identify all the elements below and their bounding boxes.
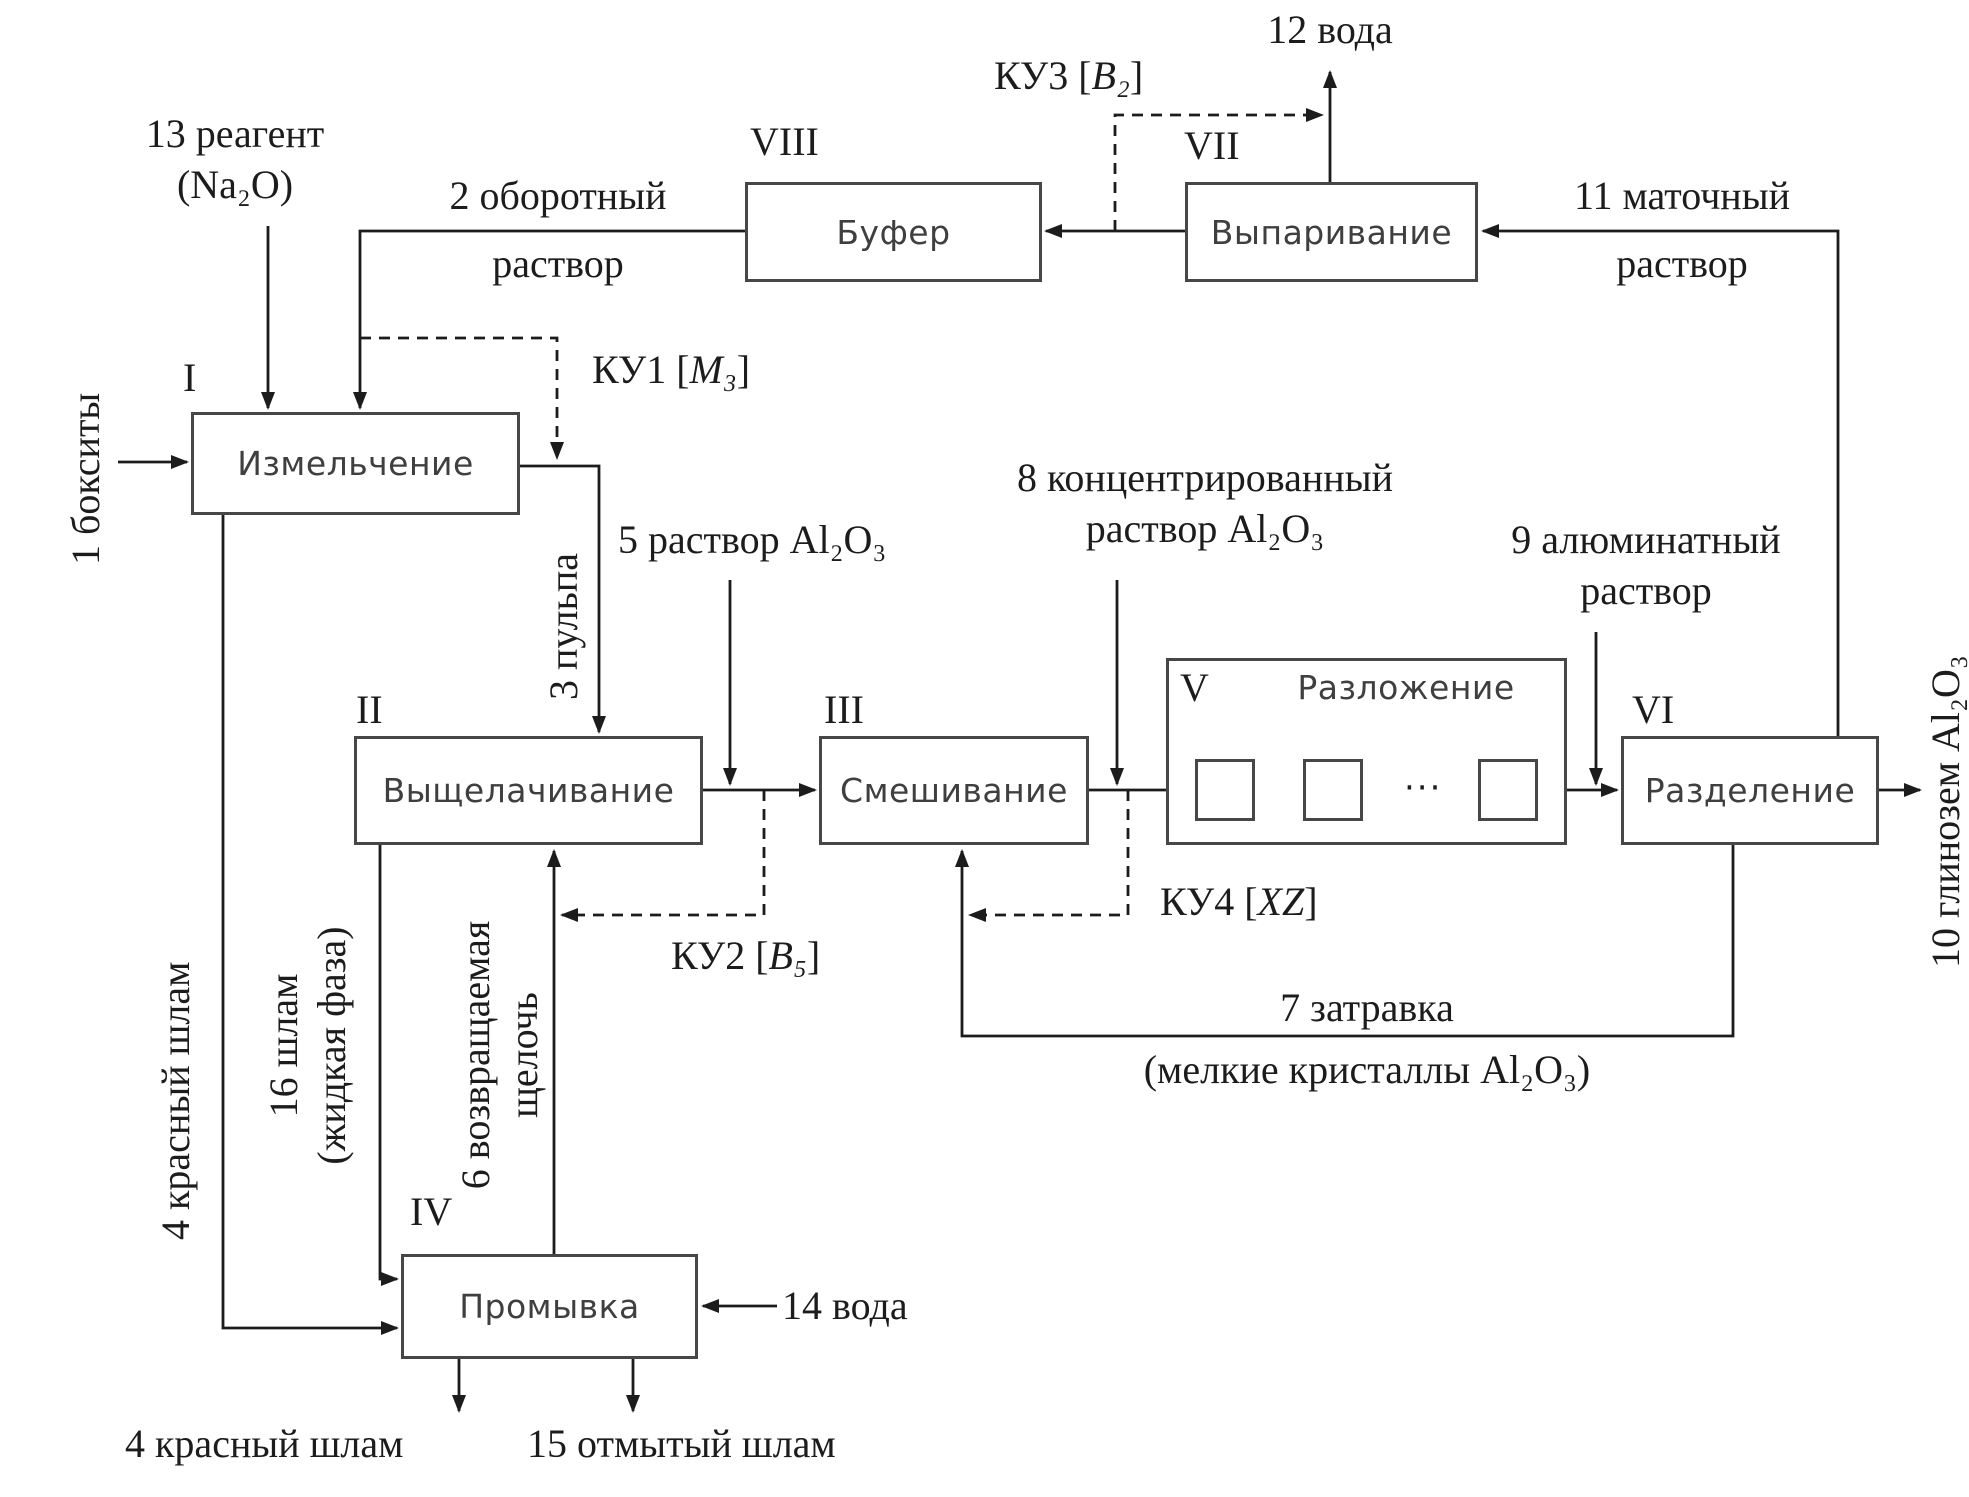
process-box-buffer: Буфер — [745, 182, 1042, 282]
label-stream-washed-sludge15: 15 отмытый шлам — [527, 1421, 836, 1466]
control-suffix: ] — [1129, 53, 1144, 98]
control-variable: B₂ — [1091, 53, 1130, 98]
label-stream-bauxite: 1 бокситы — [63, 392, 108, 565]
control-suffix: ] — [736, 347, 751, 392]
label-control-ku3: КУ3 [B₂] — [994, 50, 1143, 101]
label-stream-red-mud-bottom: 4 красный шлам — [125, 1421, 404, 1466]
control-variable: M₃ — [689, 347, 737, 392]
label-control-ku4: КУ4 [XZ] — [1160, 876, 1318, 927]
arrow-seed-into-mixing — [955, 845, 1735, 1038]
label-stream-seed7-l1: 7 затравка — [1280, 985, 1454, 1030]
numeral-separation: VI — [1632, 687, 1675, 732]
label-stream-alumina10: 10 глинозем Al₂O₃ — [1923, 655, 1968, 968]
numeral-decomposition: V — [1180, 665, 1209, 710]
control-prefix: КУ4 [ — [1160, 879, 1258, 924]
label-stream-sludge16: 16 шлам (жидкая фаза) — [260, 853, 356, 1238]
arrow-mother-liquor-into-evaporation — [1481, 224, 1840, 736]
label-line: раствор Al₂O₃ — [1085, 506, 1325, 552]
numeral-buffer: VIII — [750, 119, 819, 164]
label-line: (жидкая фаза) — [309, 926, 354, 1165]
process-box-separation: Разделение — [1621, 736, 1879, 845]
numeral-mixing: III — [824, 687, 864, 732]
label-stream-concentrated8: 8 концентрированный раствор Al₂O₃ — [940, 452, 1470, 554]
process-box-evaporation: Выпаривание — [1185, 182, 1478, 282]
control-prefix: КУ2 [ — [671, 933, 769, 978]
numeral-washing: IV — [410, 1189, 453, 1234]
label-control-ku2: КУ2 [B₅] — [671, 930, 820, 981]
label-stream-red-mud-left: 4 красный шлам — [153, 961, 198, 1240]
process-box-grinding: Измельчение — [191, 412, 520, 515]
arrow-red-mud-into-washing — [221, 515, 399, 1335]
decomposer-unit-1 — [1195, 759, 1255, 821]
label-stream-mother-liquor-l2: раствор — [1616, 241, 1748, 286]
label-stream-pulp: 3 пульпа — [541, 552, 586, 700]
control-suffix: ] — [1304, 879, 1318, 924]
label-stream-seed7-l2: (мелкие кристаллы Al₂O₃) — [1143, 1047, 1591, 1092]
control-variable: B₅ — [768, 933, 807, 978]
arrow-sludge16-into-washing — [378, 845, 399, 1286]
control-prefix: КУ1 [ — [592, 347, 690, 392]
label-line: 13 реагент — [145, 111, 325, 156]
control-prefix: КУ3 [ — [994, 53, 1092, 98]
numeral-leaching: II — [356, 687, 383, 732]
label-line: (Na₂O) — [176, 162, 294, 208]
label-control-ku1: КУ1 [M₃] — [592, 344, 750, 395]
decomposer-unit-2 — [1303, 759, 1363, 821]
label-stream-water14: 14 вода — [782, 1283, 908, 1328]
label-line: раствор — [1580, 568, 1712, 614]
arrow-recycled-solution-into-grinding — [353, 229, 745, 410]
process-box-washing: Промывка — [401, 1254, 698, 1359]
arrow-pulp-into-leaching — [520, 464, 606, 734]
label-line: 8 концентрированный — [1017, 455, 1393, 500]
label-stream-solution5: 5 раствор Al₂O₃ — [618, 517, 887, 562]
control-line-ku2 — [560, 790, 766, 922]
process-box-leaching: Выщелачивание — [354, 736, 703, 845]
numeral-grinding: I — [183, 355, 197, 400]
label-stream-recycled-solution-l1: 2 оборотный — [449, 173, 667, 218]
label-line: 16 шлам — [261, 973, 306, 1118]
process-box-mixing: Смешивание — [819, 736, 1089, 845]
control-line-ku1 — [360, 336, 564, 460]
control-variable: XZ — [1257, 879, 1305, 924]
control-line-ku3 — [1113, 108, 1324, 231]
label-stream-mother-liquor-l1: 11 маточный — [1574, 173, 1790, 218]
label-line: щелочь — [501, 992, 546, 1118]
label-stream-recycled-solution-l2: раствор — [492, 241, 624, 286]
label-line: 9 алюминатный — [1511, 517, 1781, 562]
label-decomposition: Разложение — [1297, 668, 1515, 707]
label-line: 6 возвращаемая — [453, 920, 498, 1190]
label-stream-returned-alkali: 6 возвращаемая щелочь — [452, 860, 548, 1250]
control-line-ku4 — [968, 790, 1130, 922]
ellipsis-decomposers: ··· — [1404, 768, 1443, 808]
label-stream-aluminate9: 9 алюминатный раствор — [1456, 514, 1836, 616]
label-stream-reagent13: 13 реагент (Na₂O) — [100, 108, 370, 210]
control-suffix: ] — [806, 933, 821, 978]
numeral-evaporation: VII — [1184, 123, 1240, 168]
label-stream-water12: 12 вода — [1267, 7, 1393, 52]
decomposer-unit-3 — [1478, 759, 1538, 821]
